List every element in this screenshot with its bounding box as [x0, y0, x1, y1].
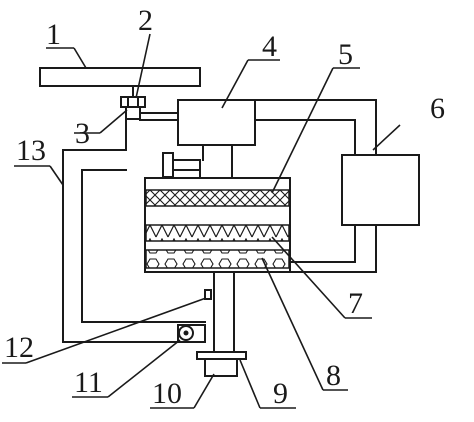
leader-2 — [135, 33, 151, 99]
filter-layer-8 — [145, 249, 290, 269]
leader-5-b — [271, 67, 334, 194]
component-1-plate — [39, 67, 201, 87]
pipe-box6-to-tank — [289, 224, 377, 273]
pipe-box6-to-tank-inner — [289, 224, 356, 263]
component-2-valve — [120, 96, 146, 108]
label-4: 4 — [262, 30, 277, 63]
filter-layer-7 — [145, 224, 290, 242]
label-3: 3 — [75, 117, 90, 150]
leader-10 — [193, 373, 215, 409]
leader-7 — [271, 236, 346, 319]
label-2: 2 — [138, 4, 153, 37]
component-4-box — [177, 99, 256, 146]
component-3-valve-body — [125, 106, 141, 120]
label-7: 7 — [348, 287, 363, 320]
label-13: 13 — [16, 134, 46, 167]
leader-4-b — [221, 59, 249, 109]
label-10: 10 — [152, 377, 182, 410]
leader-1-b — [73, 47, 87, 69]
label-9: 9 — [273, 377, 288, 410]
label-11: 11 — [74, 366, 103, 399]
label-1: 1 — [46, 18, 61, 51]
leader-11 — [107, 339, 181, 398]
pump-hub — [183, 330, 189, 336]
loop-13-outer — [62, 149, 179, 343]
component-10-valve — [204, 358, 238, 377]
component-9-flange — [196, 351, 247, 360]
label-8: 8 — [326, 359, 341, 392]
leader-9 — [239, 359, 261, 409]
label-12: 12 — [4, 331, 34, 364]
leader-6 — [372, 124, 401, 151]
label-5: 5 — [338, 38, 353, 71]
leader-3-b — [99, 109, 128, 134]
loop-13-inner — [81, 169, 206, 323]
leader-8 — [261, 257, 324, 391]
component-6-box — [341, 154, 420, 226]
filter-layer-5 — [145, 189, 290, 207]
pipe-box4-to-box6-inner — [254, 119, 356, 156]
leader-12 — [25, 297, 207, 364]
leader-13-b — [49, 165, 64, 186]
pipe-box4-to-box6 — [254, 99, 377, 156]
small-valve — [162, 152, 174, 178]
label-6: 6 — [430, 92, 445, 125]
component-12-sensor — [204, 289, 212, 300]
